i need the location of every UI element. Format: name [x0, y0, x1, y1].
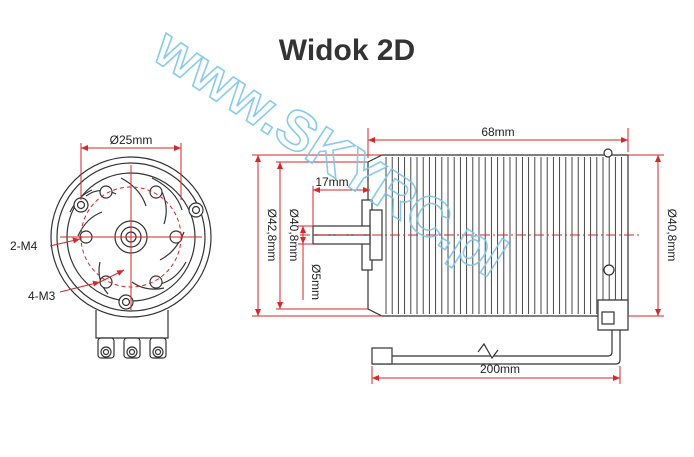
- d42-label: Ø42,8mm: [265, 209, 279, 262]
- shaft-length-label: 17mm: [315, 175, 348, 189]
- m4-leader: 2-M4: [10, 237, 81, 253]
- cable: [371, 299, 629, 365]
- length-dimension: 68mm: [367, 125, 629, 158]
- d40-right-dimension: Ø40,8mm: [628, 154, 679, 317]
- d40-left-dimension: Ø40,8mm: [276, 161, 368, 310]
- cable-dimension: 200mm: [371, 362, 621, 384]
- length-label: 68mm: [481, 125, 514, 139]
- d5-dimension: Ø5mm: [298, 225, 323, 300]
- d42-dimension: Ø42,8mm: [252, 154, 382, 317]
- side-view: 68mm 17mm Ø42,8mm Ø40,8mm Ø5mm: [252, 125, 679, 384]
- front-diameter-dimension: Ø25mm: [80, 133, 182, 200]
- shaft-length-dimension: 17mm: [312, 175, 370, 226]
- cable-length-label: 200mm: [480, 362, 520, 376]
- m4-label: 2-M4: [10, 239, 38, 253]
- m3-label: 4-M3: [28, 289, 56, 303]
- page-title: Widok 2D: [279, 34, 415, 67]
- d5-label: Ø5mm: [309, 264, 323, 300]
- d40-right-label: Ø40,8mm: [665, 209, 679, 262]
- front-diameter-label: Ø25mm: [110, 133, 153, 147]
- m3-leader: 4-M3: [28, 269, 125, 303]
- connector-terminals: [95, 310, 169, 359]
- front-view: Ø25mm 2-M4 4-M3: [10, 133, 212, 359]
- d40-left-label: Ø40,8mm: [287, 209, 301, 262]
